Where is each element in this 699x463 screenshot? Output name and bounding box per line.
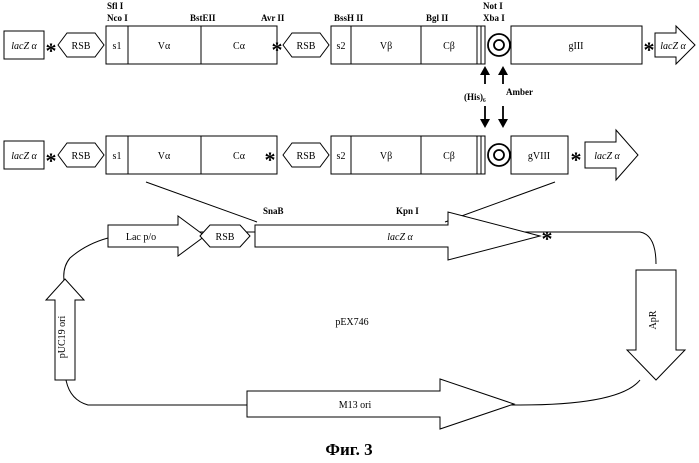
stop-codon-star-plasmid: * <box>542 226 553 251</box>
valpha-label-1: Vα <box>158 41 171 52</box>
plasmid-map: Lac p/o RSB lacZ α * SnaB Kpn I ApR M13 … <box>46 182 685 429</box>
rsb-label-plasmid: RSB <box>216 232 235 243</box>
calpha-label-1: Cα <box>233 41 246 52</box>
rsb-label-3: RSB <box>72 151 91 162</box>
site-nco: Nco I <box>107 13 128 23</box>
site-sfi: Sfl I <box>107 1 124 11</box>
puc19-ori-label: pUC19 ori <box>57 316 68 359</box>
stop-codon-star-4: * <box>46 148 57 173</box>
vbeta-label-1: Vβ <box>380 41 392 52</box>
s2-label-1: s2 <box>337 41 346 52</box>
lacz-label-right-1: lacZ α <box>660 41 686 52</box>
apr-label: ApR <box>648 310 659 329</box>
calpha-label-2: Cα <box>233 151 246 162</box>
site-avrii: Avr II <box>261 13 285 23</box>
amber-arrow-up-head <box>498 66 508 75</box>
s2-label-2: s2 <box>337 151 346 162</box>
vbeta-label-2: Vβ <box>380 151 392 162</box>
expansion-line-left <box>146 182 257 222</box>
s1-label-2: s1 <box>113 151 122 162</box>
site-snab: SnaB <box>263 206 284 216</box>
stop-codon-star-1: * <box>46 38 57 63</box>
valpha-label-2: Vα <box>158 151 171 162</box>
rsb-label-2: RSB <box>297 41 316 52</box>
site-bsshii: BssH II <box>334 13 364 23</box>
construct-giii: lacZ α * RSB s1 Vα Cα * RSB s2 Vβ Cβ gII… <box>4 26 695 64</box>
his-arrow-down-head <box>480 119 490 128</box>
site-bglii: Bgl II <box>426 13 449 23</box>
cbeta-label-1: Cβ <box>443 41 455 52</box>
site-xbai: Xba I <box>483 13 505 23</box>
m13-ori-arrow <box>247 379 514 429</box>
lacz-inner-label: lacZ α <box>387 232 413 243</box>
lac-promoter-arrow <box>108 216 205 256</box>
gviii-label: gVIII <box>528 151 550 162</box>
his-arrow-up-head <box>480 66 490 75</box>
alpha-chain-block-1 <box>106 26 277 64</box>
s1-label-1: s1 <box>113 41 122 52</box>
lacz-label-right-2: lacZ α <box>594 151 620 162</box>
his-tag-label: (His)₆ <box>464 92 486 102</box>
lac-promoter-label: Lac p/o <box>126 232 156 243</box>
plasmid-name: pEX746 <box>335 317 368 328</box>
giii-label: gIII <box>569 41 584 52</box>
rsb-label-4: RSB <box>297 151 316 162</box>
stop-codon-star-3: * <box>644 37 655 62</box>
amber-stop-circle-inner-1 <box>494 40 504 50</box>
backbone-left <box>64 238 108 290</box>
restriction-sites-top: Sfl I Nco I BstEII Avr II BssH II Bgl II… <box>107 1 505 23</box>
stop-codon-star-2: * <box>272 37 283 62</box>
beta-chain-block-1 <box>331 26 485 64</box>
construct-gviii: lacZ α * RSB s1 Vα Cα * RSB s2 Vβ Cβ gVI… <box>4 130 638 180</box>
rsb-label-1: RSB <box>72 41 91 52</box>
beta-chain-block-2 <box>331 136 485 174</box>
stop-codon-star-6: * <box>571 147 582 172</box>
cbeta-label-2: Cβ <box>443 151 455 162</box>
lacz-label-left-1: lacZ α <box>11 41 37 52</box>
figure-caption: Фиг. 3 <box>325 440 372 459</box>
site-kpni: Kpn I <box>396 206 419 216</box>
amber-arrow-down-head <box>498 119 508 128</box>
site-noti: Not I <box>483 1 503 11</box>
his-amber-indicators: (His)₆ Amber <box>464 66 533 128</box>
alpha-chain-block-2 <box>106 136 277 174</box>
amber-label: Amber <box>506 87 533 97</box>
stop-codon-star-5: * <box>265 147 276 172</box>
site-bsteii: BstEII <box>190 13 216 23</box>
amber-stop-circle-inner-2 <box>494 150 504 160</box>
m13-ori-label: M13 ori <box>339 400 372 411</box>
lacz-label-left-2: lacZ α <box>11 151 37 162</box>
